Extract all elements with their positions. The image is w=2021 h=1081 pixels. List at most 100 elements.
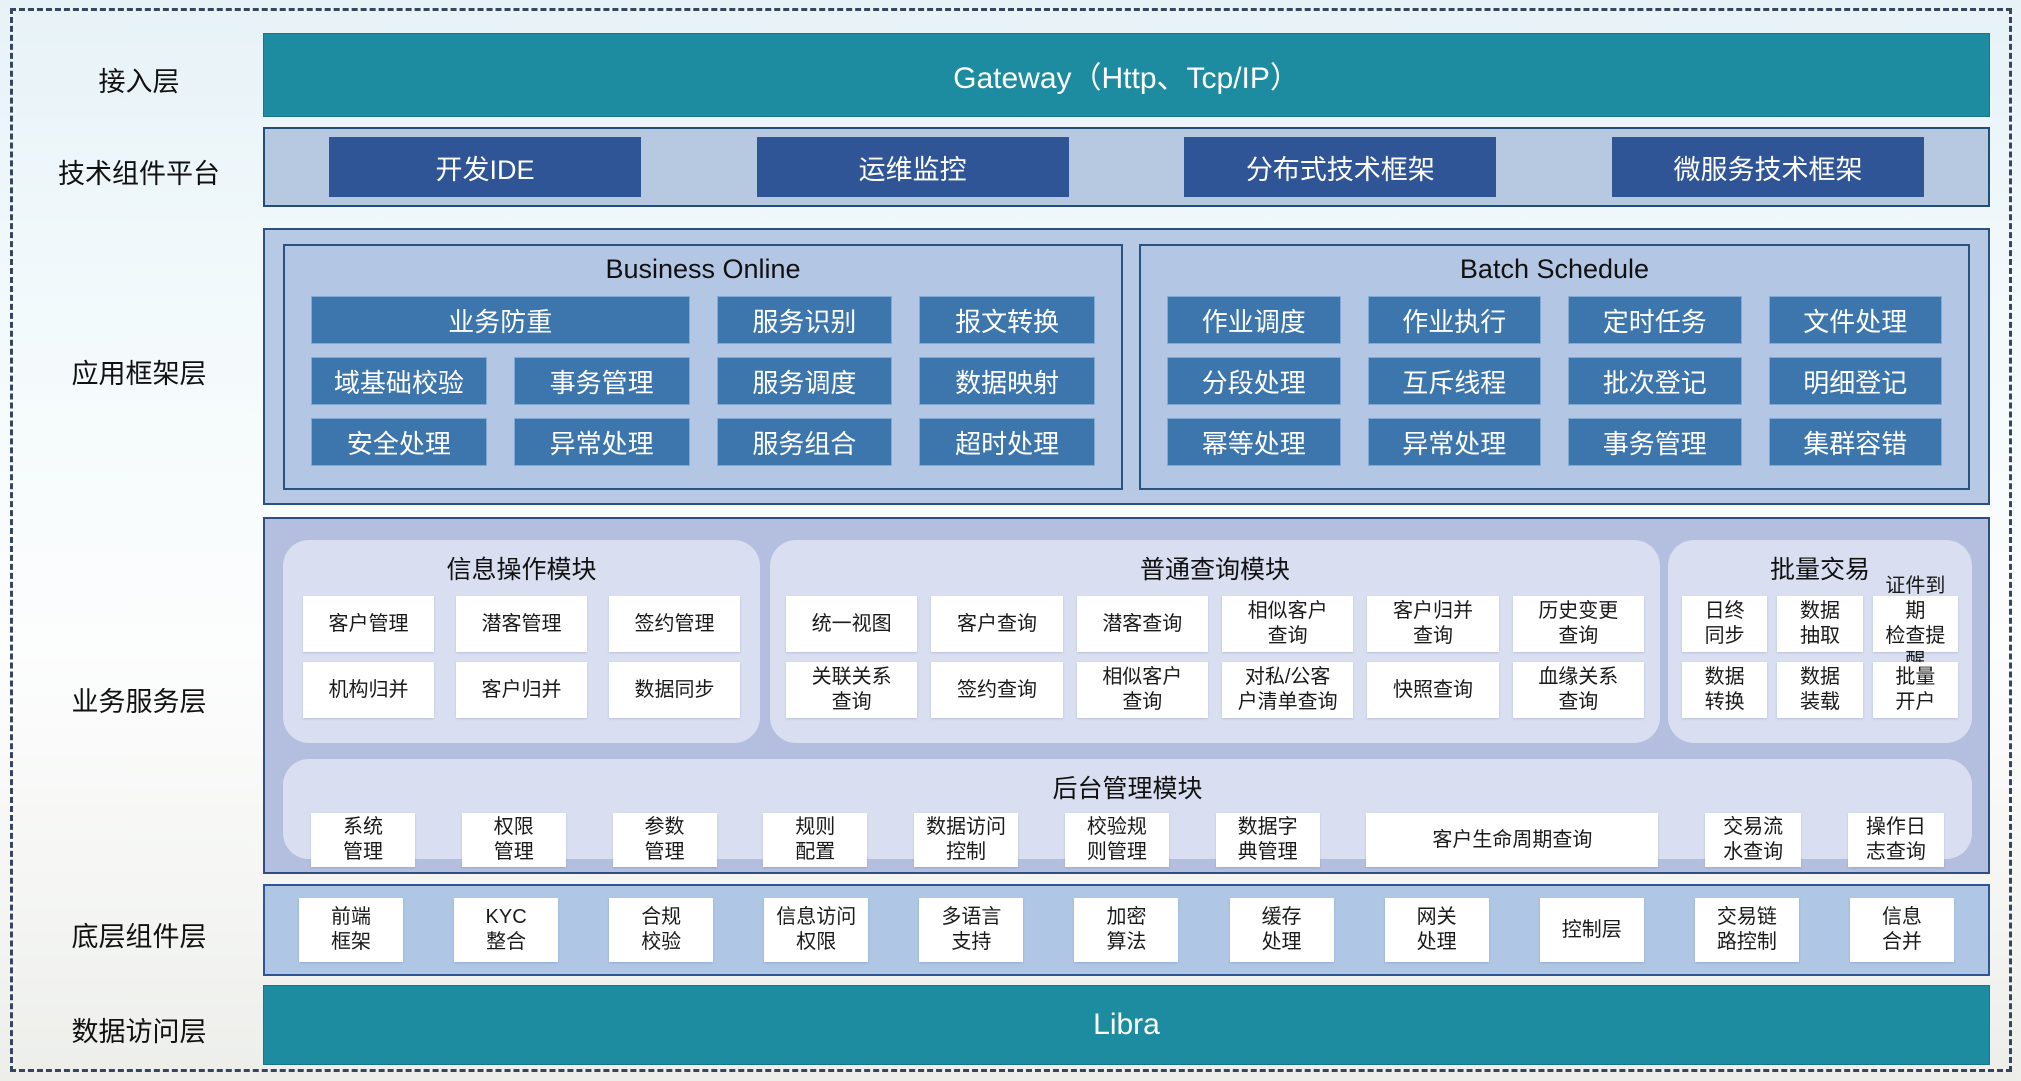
service-cell: 数据访问 控制 — [914, 813, 1019, 867]
service-cell: 数据同步 — [609, 662, 740, 718]
fw-item: 报文转换 — [919, 296, 1095, 344]
service-cell: 参数 管理 — [612, 813, 717, 867]
fw-item: 作业执行 — [1367, 296, 1541, 344]
fw-item: 事务管理 — [1568, 418, 1742, 466]
base-cell: 网关 处理 — [1384, 898, 1489, 962]
layer-label-access: 接入层 — [98, 67, 180, 97]
libra-bar: Libra — [263, 985, 1990, 1065]
service-cell: 数据 转换 — [1682, 662, 1768, 718]
gateway-bar: Gateway（Http、Tcp/IP） — [263, 33, 1990, 117]
admin-module-row: 系统 管理 权限 管理 参数 管理 规则 配置 数据访问 控制 校验规 则管理 … — [283, 805, 1972, 867]
batch-schedule-grid: 作业调度 作业执行 定时任务 文件处理 分段处理 互斥线程 批次登记 明细登记 … — [1141, 288, 1968, 466]
base-cell: 交易链 路控制 — [1694, 898, 1799, 962]
service-cell: 相似客户 查询 — [1221, 596, 1354, 652]
service-cell: 签约管理 — [609, 596, 740, 652]
service-cell: 证件到期 检查提醒 — [1872, 575, 1958, 672]
service-cell: 客户查询 — [931, 596, 1063, 652]
tech-platform-container: 开发IDE 运维监控 分布式技术框架 微服务技术框架 — [263, 127, 1990, 207]
business-service-container: 信息操作模块 客户管理 潜客管理 签约管理 机构归并 客户归并 数据同步 普通查… — [263, 517, 1990, 874]
layer-label-data-access: 数据访问层 — [71, 1017, 207, 1047]
service-cell: 历史变更 查询 — [1512, 596, 1644, 652]
business-online-title: Business Online — [605, 254, 801, 284]
fw-item: 服务组合 — [716, 418, 893, 466]
service-cell: 统一视图 — [786, 596, 918, 652]
layer-label-base-components: 底层组件层 — [71, 922, 207, 952]
service-cell: 校验规 则管理 — [1064, 813, 1169, 867]
batch-trade-grid: 日终 同步 数据 抽取 证件到期 检查提醒 数据 转换 数据 装载 批量 开户 — [1668, 575, 1972, 718]
service-cell: 对私/公客 户清单查询 — [1221, 662, 1354, 718]
service-cell: 规则 配置 — [763, 813, 868, 867]
fw-item: 批次登记 — [1568, 357, 1742, 405]
service-cell: 系统 管理 — [311, 813, 415, 867]
fw-item: 作业调度 — [1167, 296, 1341, 344]
fw-item: 分段处理 — [1167, 357, 1341, 405]
base-cell: 前端 框架 — [299, 898, 403, 962]
service-cell: 机构归并 — [303, 662, 434, 718]
service-cell: 血缘关系 查询 — [1512, 662, 1644, 718]
common-query-panel: 普通查询模块 统一视图 客户查询 潜客查询 相似客户 查询 客户归并 查询 历史… — [770, 540, 1660, 743]
fw-item: 事务管理 — [513, 357, 690, 405]
fw-item: 域基础校验 — [311, 357, 487, 405]
service-cell: 快照查询 — [1367, 662, 1499, 718]
base-cell: KYC 整合 — [454, 898, 559, 962]
fw-item: 服务调度 — [716, 357, 893, 405]
fw-item: 幂等处理 — [1167, 418, 1341, 466]
tech-item-dev-ide: 开发IDE — [329, 137, 641, 197]
admin-module-panel: 后台管理模块 系统 管理 权限 管理 参数 管理 规则 配置 数据访问 控制 校… — [283, 759, 1972, 867]
service-cell: 日终 同步 — [1682, 596, 1768, 652]
info-operation-grid: 客户管理 潜客管理 签约管理 机构归并 客户归并 数据同步 — [283, 586, 760, 718]
service-cell: 交易流 水查询 — [1705, 813, 1802, 867]
layer-label-tech-platform: 技术组件平台 — [58, 159, 220, 189]
base-cell: 多语言 支持 — [919, 898, 1024, 962]
layer-label-app-framework: 应用框架层 — [71, 359, 207, 389]
service-cell: 客户归并 — [456, 662, 587, 718]
service-cell: 客户管理 — [303, 596, 434, 652]
service-cell: 数据 装载 — [1777, 662, 1863, 718]
batch-schedule-panel: Batch Schedule 作业调度 作业执行 定时任务 文件处理 分段处理 … — [1139, 244, 1970, 490]
fw-item: 业务防重 — [311, 296, 690, 344]
batch-trade-title: 批量交易 — [1769, 556, 1870, 584]
batch-schedule-title: Batch Schedule — [1459, 254, 1650, 284]
fw-item: 明细登记 — [1768, 357, 1942, 405]
business-online-panel: Business Online 业务防重 服务识别 报文转换 域基础校验 事务管… — [283, 244, 1123, 490]
admin-module-title: 后台管理模块 — [1052, 775, 1203, 803]
fw-item: 互斥线程 — [1367, 357, 1541, 405]
base-cell: 信息 合并 — [1849, 898, 1954, 962]
service-cell: 客户归并 查询 — [1367, 596, 1499, 652]
batch-trade-panel: 批量交易 日终 同步 数据 抽取 证件到期 检查提醒 数据 转换 数据 装载 批… — [1668, 540, 1972, 743]
base-cell: 信息访问 权限 — [764, 898, 869, 962]
tech-item-microservice-framework: 微服务技术框架 — [1611, 137, 1924, 197]
service-cell: 签约查询 — [931, 662, 1063, 718]
common-query-title: 普通查询模块 — [1139, 556, 1290, 584]
fw-item: 服务识别 — [716, 296, 893, 344]
tech-item-distributed-framework: 分布式技术框架 — [1184, 137, 1497, 197]
service-cell: 数据字 典管理 — [1215, 813, 1320, 867]
service-cell: 批量 开户 — [1872, 662, 1958, 718]
fw-item: 数据映射 — [919, 357, 1095, 405]
common-query-grid: 统一视图 客户查询 潜客查询 相似客户 查询 客户归并 查询 历史变更 查询 关… — [770, 586, 1660, 718]
service-cell: 关联关系 查询 — [786, 662, 918, 718]
service-cell: 潜客查询 — [1076, 596, 1208, 652]
fw-item: 超时处理 — [919, 418, 1095, 466]
info-operation-panel: 信息操作模块 客户管理 潜客管理 签约管理 机构归并 客户归并 数据同步 — [283, 540, 760, 743]
fw-item: 异常处理 — [1367, 418, 1541, 466]
fw-item: 安全处理 — [311, 418, 487, 466]
app-framework-container: Business Online 业务防重 服务识别 报文转换 域基础校验 事务管… — [263, 228, 1990, 505]
info-operation-title: 信息操作模块 — [446, 556, 597, 584]
base-cell: 合规 校验 — [609, 898, 714, 962]
service-cell: 客户生命周期查询 — [1366, 813, 1659, 867]
service-cell: 潜客管理 — [456, 596, 587, 652]
business-online-grid: 业务防重 服务识别 报文转换 域基础校验 事务管理 服务调度 数据映射 安全处理… — [285, 288, 1121, 466]
fw-item: 文件处理 — [1768, 296, 1942, 344]
service-cell: 操作日 志查询 — [1847, 813, 1944, 867]
tech-item-ops-monitor: 运维监控 — [756, 137, 1069, 197]
service-cell: 权限 管理 — [461, 813, 566, 867]
base-cell: 加密 算法 — [1074, 898, 1179, 962]
fw-item: 异常处理 — [513, 418, 690, 466]
layer-label-business-service: 业务服务层 — [71, 687, 207, 717]
fw-item: 集群容错 — [1768, 418, 1942, 466]
base-components-container: 前端 框架 KYC 整合 合规 校验 信息访问 权限 多语言 支持 加密 算法 … — [263, 884, 1990, 976]
service-cell: 相似客户 查询 — [1076, 662, 1208, 718]
fw-item: 定时任务 — [1568, 296, 1742, 344]
